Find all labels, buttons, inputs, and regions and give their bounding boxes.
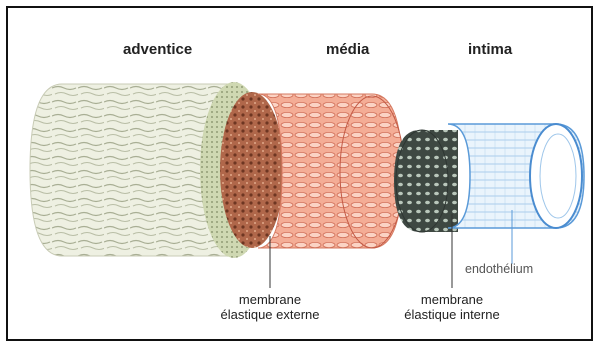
label-media: média xyxy=(326,41,369,58)
label-external-elastic-membrane: membrane élastique externe xyxy=(200,292,340,322)
label-internal-elastic-membrane: membrane élastique interne xyxy=(382,292,522,322)
internal-membrane-line2: élastique interne xyxy=(382,307,522,322)
internal-elastic-front xyxy=(396,130,448,232)
external-membrane-line2: élastique externe xyxy=(200,307,340,322)
label-endothelium: endothélium xyxy=(465,262,533,276)
label-adventice: adventice xyxy=(123,41,192,58)
lumen-opening xyxy=(530,124,582,228)
external-elastic-membrane xyxy=(220,92,284,248)
internal-membrane-line1: membrane xyxy=(382,292,522,307)
external-membrane-line1: membrane xyxy=(200,292,340,307)
label-intima: intima xyxy=(468,41,512,58)
